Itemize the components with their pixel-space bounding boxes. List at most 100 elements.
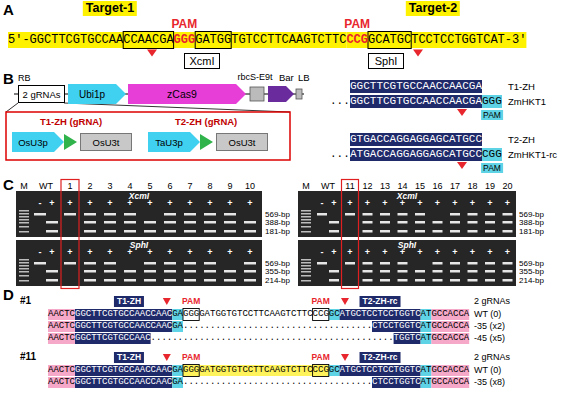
digest-mark: - <box>321 248 324 257</box>
dna-band <box>433 230 443 233</box>
dna-band <box>104 230 116 233</box>
dna-band <box>503 279 513 282</box>
sequence-highlight <box>340 309 421 320</box>
lane-label: 17 <box>450 181 460 191</box>
target-label: Target-1 <box>83 1 137 16</box>
expansion-line <box>6 103 18 112</box>
dna-band <box>164 270 176 273</box>
dna-sequence: 5'-GGCTTCGTGCCAACCAACGA <box>8 32 174 48</box>
dna-band <box>485 221 495 224</box>
digest-mark: + <box>347 248 352 257</box>
digest-mark: + <box>331 199 336 208</box>
dna-sequence: ................................... <box>183 377 372 388</box>
sequence-name: ZmHKT1-rc <box>508 148 557 161</box>
ladder-band <box>301 219 311 221</box>
target-name: T2-ZH-rc <box>360 296 401 307</box>
target-sequence: GTGACCAGGAGGAGCATGCC <box>350 133 482 146</box>
ladder-band <box>19 262 29 264</box>
digest-mark: + <box>107 199 112 208</box>
dna-sequence: AT <box>421 365 432 376</box>
digest-mark: + <box>107 248 112 257</box>
allele-label: -45 (x5) <box>474 333 505 344</box>
digest-mark: + <box>87 248 92 257</box>
lane-label: 19 <box>485 181 495 191</box>
ladder-band <box>301 265 311 267</box>
digest-mark: + <box>147 248 152 257</box>
dna-band <box>433 279 443 282</box>
dna-band <box>415 213 425 216</box>
dna-band <box>433 221 443 224</box>
dna-band <box>363 270 373 273</box>
sequence-highlight <box>48 377 75 388</box>
sequence-ellipsis: ... <box>330 148 350 161</box>
dna-sequence: GC <box>329 365 340 376</box>
dna-band <box>503 221 513 224</box>
sequence-highlight <box>183 365 329 376</box>
dna-band <box>503 262 513 265</box>
sequence-highlight <box>394 333 421 344</box>
target-sequence: CTCCTGGTC <box>372 321 421 332</box>
digest-mark: + <box>487 248 492 257</box>
digest-mark: + <box>417 248 422 257</box>
dna-sequence: AACTC <box>48 365 75 376</box>
lane-label: 12 <box>362 181 372 191</box>
digest-mark: - <box>321 199 324 208</box>
band-size: 569-bp <box>265 259 290 268</box>
ladder-band <box>301 210 311 212</box>
grna-scaffold <box>64 134 77 150</box>
gene-arrow: zCas9 <box>128 84 246 104</box>
dna-band <box>468 230 478 233</box>
gel-image <box>16 191 262 237</box>
gel-image <box>298 240 516 286</box>
pam-label: PAM <box>344 17 370 31</box>
dna-band <box>380 270 390 273</box>
dna-sequence: GA <box>172 309 183 320</box>
digest-mark: + <box>505 248 510 257</box>
grna-label: T2-ZH (gRNA) <box>175 116 237 128</box>
sequence-highlight <box>431 365 469 376</box>
band-size: 569-bp <box>519 259 544 268</box>
dna-band <box>329 221 339 224</box>
ladder-band <box>301 213 311 215</box>
lane-label: 4 <box>127 181 132 191</box>
sequence-highlight <box>372 377 421 388</box>
promoter-arrow: Ubi1p <box>68 84 126 104</box>
pam-label: PAM <box>172 17 198 31</box>
dna-band <box>329 230 339 233</box>
dna-sequence: GCCACCA <box>431 377 469 388</box>
band-size: 355-bp <box>519 267 544 276</box>
dna-band <box>485 262 495 265</box>
target-sequence: GGCTTCGTGCCAACCAACGA <box>350 80 482 93</box>
ladder-band <box>301 259 311 261</box>
dna-band <box>468 279 478 282</box>
dna-band <box>244 262 256 265</box>
dna-band <box>380 262 390 265</box>
ladder-band <box>19 259 29 261</box>
node-text: XcmI <box>189 55 214 67</box>
dna-band <box>363 230 373 233</box>
lane-label: 1 <box>67 181 72 191</box>
digest-mark: + <box>127 199 132 208</box>
dna-band <box>485 279 495 282</box>
dna-sequence: AACTC <box>48 333 75 344</box>
dna-band <box>224 270 236 273</box>
digest-mark: + <box>382 199 387 208</box>
dna-band <box>450 279 460 282</box>
dna-sequence: GCCACCA <box>431 309 469 320</box>
allele-label: -35 (x2) <box>474 321 505 332</box>
target-name: T1-ZH <box>114 352 144 363</box>
dna-band <box>104 213 116 216</box>
dna-band <box>64 262 76 265</box>
dna-sequence: GCCACCA <box>431 333 469 344</box>
digest-mark: + <box>452 199 457 208</box>
sequence-highlight <box>8 32 174 48</box>
band-size: 569-bp <box>519 210 544 219</box>
dna-band <box>450 270 460 273</box>
dna-band <box>244 221 256 224</box>
dna-sequence: AT <box>421 321 432 332</box>
sequence-highlight <box>75 333 151 344</box>
lane-label: 9 <box>227 181 232 191</box>
dna-band <box>164 213 176 216</box>
pam-sequence: CGG <box>482 148 502 161</box>
dna-band <box>363 262 373 265</box>
